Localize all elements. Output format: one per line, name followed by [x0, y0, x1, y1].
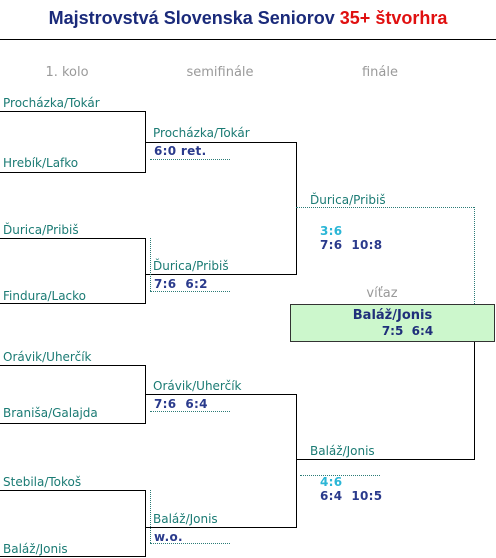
r1-line-8 [0, 556, 145, 557]
semi-score-4: w.o. [154, 530, 183, 544]
r1-join-4 [145, 490, 146, 557]
r1-team-3[interactable]: Ďurica/Pribiš [3, 223, 79, 237]
r1-team-6[interactable]: Braniša/Galajda [3, 406, 98, 420]
r1-team-5[interactable]: Orávik/Uherčík [3, 350, 92, 364]
r1-team-1[interactable]: Procházka/Tokár [3, 96, 100, 110]
r1-line-1 [0, 111, 145, 112]
semi-join-1 [296, 142, 297, 275]
final-dotted-2 [300, 475, 380, 476]
semi-team-1[interactable]: Procházka/Tokár [153, 126, 250, 140]
final-score-1-rest: 7:6 10:8 [319, 238, 383, 252]
semi-score-1: 6:0 ret. [154, 144, 207, 158]
semi-team-4[interactable]: Baláž/Jonis [153, 512, 218, 526]
final-dotted-1 [296, 207, 474, 208]
r1-line-6 [0, 423, 145, 424]
semi-line-3 [145, 394, 296, 395]
semi-score-2: 7:6 6:2 [154, 277, 208, 291]
final-score-2-lost: 4:6 [319, 475, 343, 489]
semi-dotted-3 [150, 411, 230, 412]
winner-box[interactable]: Baláž/Jonis 7:5 6:4 [290, 304, 495, 342]
final-score-2: 4:6 6:4 10:5 [311, 461, 382, 503]
round-header-1: 1. kolo [45, 65, 89, 80]
page-title: Majstrovstvá Slovenska Seniorov 35+ štvo… [0, 0, 496, 40]
r1-line-4 [0, 303, 145, 304]
r1-line-7 [0, 490, 145, 491]
semi-score-3: 7:6 6:4 [154, 397, 208, 411]
semi-team-2[interactable]: Ďurica/Pribiš [153, 259, 229, 273]
final-score-1: 3:6 7:6 10:8 [311, 210, 382, 252]
winner-label: víťaz [366, 286, 398, 301]
r1-team-8[interactable]: Baláž/Jonis [3, 542, 68, 556]
semi-dotted-4 [150, 543, 230, 544]
final-team-2[interactable]: Baláž/Jonis [310, 444, 375, 458]
semi-line-2 [145, 274, 296, 275]
title-main: Majstrovstvá Slovenska Seniorov [48, 8, 335, 28]
r1-line-3 [0, 238, 145, 239]
final-dotted-v-1 [474, 207, 475, 304]
r1-join-2 [145, 238, 146, 304]
round-header-semi: semifinále [186, 65, 254, 80]
r1-team-2[interactable]: Hrebík/Lafko [3, 156, 79, 170]
semi-line-1 [145, 142, 296, 143]
final-score-1-lost: 3:6 [319, 224, 343, 238]
r1-team-4[interactable]: Findura/Lacko [3, 289, 87, 303]
semi-dotted-2 [150, 291, 230, 292]
r1-team-7[interactable]: Stebila/Tokoš [3, 475, 82, 489]
winner-team: Baláž/Jonis [352, 308, 433, 323]
final-team-1[interactable]: Ďurica/Pribiš [310, 193, 386, 207]
r1-line-2 [0, 172, 145, 173]
title-divider [0, 39, 496, 40]
semi-dotted-v-1 [150, 238, 151, 291]
semi-dotted-v-2 [150, 490, 151, 543]
semi-join-2 [296, 394, 297, 528]
semi-line-4 [145, 527, 296, 528]
semi-dotted-1 [150, 159, 230, 160]
final-score-2-rest: 6:4 10:5 [319, 489, 383, 503]
round-header-final: finále [361, 65, 398, 80]
winner-score: 7:5 6:4 [381, 324, 434, 338]
title-accent: 35+ štvorhra [339, 8, 448, 28]
semi-team-3[interactable]: Orávik/Uherčík [153, 379, 242, 393]
final-join-2 [474, 342, 475, 460]
r1-line-5 [0, 365, 145, 366]
final-line-2 [296, 459, 475, 460]
